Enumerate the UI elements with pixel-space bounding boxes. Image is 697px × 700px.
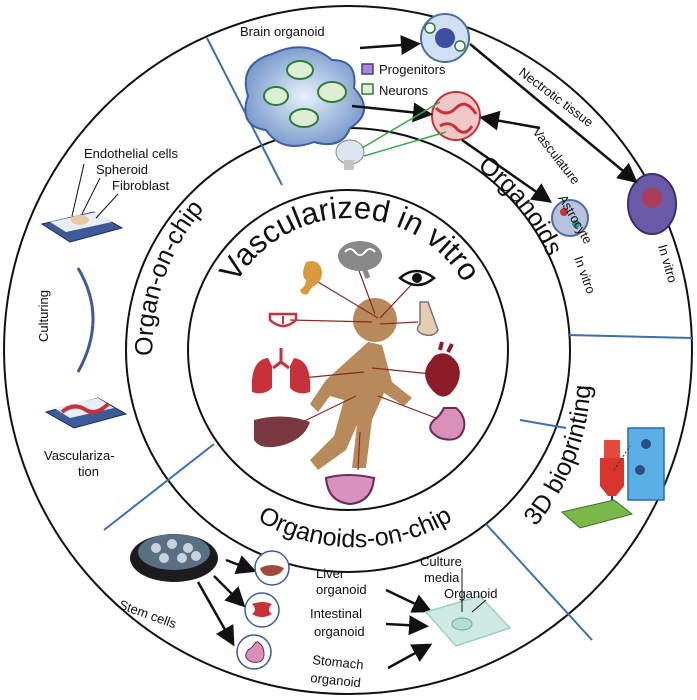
stomach-organoid-icon bbox=[236, 634, 272, 670]
stem-cell-dish bbox=[130, 534, 218, 582]
organoid-top-right bbox=[420, 13, 470, 63]
mini-brain-head-icon bbox=[335, 139, 365, 170]
ooc-arrows bbox=[196, 555, 433, 670]
culturing-arrow bbox=[76, 267, 95, 373]
label-culture-media-2: media bbox=[424, 570, 460, 585]
vascularized-organoid bbox=[431, 91, 481, 141]
nose-icon bbox=[416, 301, 439, 337]
legend-progenitors: Progenitors bbox=[379, 62, 446, 77]
label-stomach-organoid-2: organoid bbox=[310, 670, 362, 690]
label-intestinal-organoid-2: organoid bbox=[314, 624, 365, 639]
section-organ-on-chip: Organ-on-chip bbox=[130, 195, 209, 356]
heart-icon bbox=[425, 341, 460, 397]
organoid-arrows bbox=[351, 35, 638, 203]
label-liver-organoid-2: organoid bbox=[316, 582, 367, 597]
tongue-icon bbox=[268, 312, 298, 328]
label-fibroblast: Fibroblast bbox=[112, 178, 169, 193]
section-organoids-on-chip: Organoids-on-chip bbox=[254, 501, 456, 554]
label-in-vitro-1: In vitro bbox=[571, 254, 598, 296]
inner-ring bbox=[187, 189, 509, 511]
ear-icon bbox=[300, 261, 322, 295]
label-stomach-organoid-1: Stomach bbox=[312, 652, 365, 672]
section-organoids: Organoids bbox=[473, 151, 568, 260]
astrocyte-organoid bbox=[551, 199, 589, 237]
label-vascularization-1: Vasculariza- bbox=[44, 448, 115, 463]
label-spheroid: Spheroid bbox=[96, 162, 148, 177]
bladder-icon bbox=[324, 474, 376, 506]
organ-pointer-lines bbox=[289, 267, 437, 471]
label-endothelial-cells: Endothelial cells bbox=[84, 146, 178, 161]
label-intestinal-organoid-1: Intestinal bbox=[310, 606, 362, 621]
brain-organoid-figure bbox=[244, 46, 365, 147]
bioprinter-icon bbox=[560, 427, 665, 529]
center-title: Vascularized in vitro bbox=[213, 190, 488, 287]
stomach-icon bbox=[429, 407, 466, 441]
culture-chip bbox=[424, 568, 512, 647]
label-necrotic-tissue: Nectrotic tissue bbox=[516, 64, 596, 129]
chip-device-bottom bbox=[44, 397, 128, 429]
legend-neurons: Neurons bbox=[379, 83, 429, 98]
lungs-icon bbox=[251, 348, 311, 394]
intestinal-organoid-icon bbox=[244, 592, 280, 628]
liver-icon bbox=[254, 416, 310, 448]
label-brain-organoid: Brain organoid bbox=[240, 24, 325, 39]
label-vasculature: Vasculature bbox=[530, 125, 583, 188]
label-vascularization-2: tion bbox=[78, 464, 99, 479]
figure-body bbox=[310, 342, 412, 470]
figure-head bbox=[353, 298, 397, 342]
outer-ring bbox=[3, 5, 693, 695]
legend: Progenitors Neurons bbox=[361, 62, 446, 98]
label-liver-organoid-1: Liver bbox=[316, 566, 345, 581]
label-organoid: Organoid bbox=[444, 586, 497, 601]
eye-icon bbox=[398, 269, 436, 287]
projection-lines bbox=[361, 101, 447, 157]
chip-device-top bbox=[40, 163, 124, 243]
label-culture-media-1: Culture bbox=[420, 554, 462, 569]
necrotic-organoid bbox=[627, 173, 677, 235]
label-culturing: Culturing bbox=[36, 290, 51, 342]
label-stem-cells: Stem cells bbox=[117, 597, 179, 632]
liver-organoid-icon bbox=[254, 550, 290, 586]
human-figure bbox=[310, 298, 412, 470]
brain-icon bbox=[338, 241, 382, 279]
